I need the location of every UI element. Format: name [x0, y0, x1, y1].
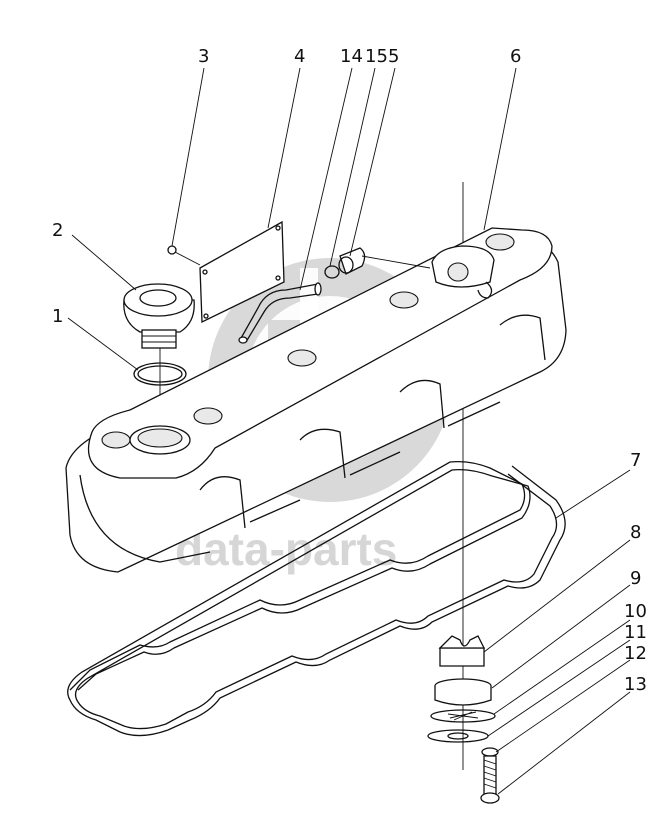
callout-9: 9	[630, 568, 641, 589]
callout-13: 13	[624, 674, 647, 695]
callout-3: 3	[198, 46, 209, 67]
callout-14: 14	[340, 46, 363, 67]
callout-11: 11	[624, 622, 647, 643]
leader-lines	[67, 67, 631, 795]
callout-labels: 3 4 14 15 5 6 2 1 7 8 9 10 11 12 13	[52, 46, 647, 695]
filler-cap-part-2	[123, 283, 195, 349]
callout-5: 5	[388, 46, 399, 67]
gasket-part-7	[67, 460, 566, 737]
callout-7: 7	[630, 450, 641, 471]
watermark-text: data-parts	[175, 523, 397, 575]
nameplate-part-4	[199, 220, 285, 324]
washer-part-11	[427, 729, 489, 743]
bolt-part-13	[480, 747, 500, 804]
callout-1: 1	[52, 306, 63, 327]
valve-cover	[65, 227, 567, 573]
hose-part-14	[238, 282, 322, 344]
callout-10: 10	[624, 601, 647, 622]
callout-6: 6	[510, 46, 521, 67]
callout-15: 15	[365, 46, 388, 67]
elbow-part-5	[338, 247, 431, 275]
callout-12: 12	[624, 643, 647, 664]
callout-4: 4	[294, 46, 305, 67]
seal-part-9	[434, 678, 492, 706]
callout-2: 2	[52, 220, 63, 241]
washer-part-10	[430, 709, 496, 723]
ring-part-15	[324, 265, 340, 279]
block-part-8	[438, 635, 486, 667]
o-ring-part-1	[133, 362, 187, 386]
screw-part-3	[167, 245, 201, 266]
callout-8: 8	[630, 522, 641, 543]
